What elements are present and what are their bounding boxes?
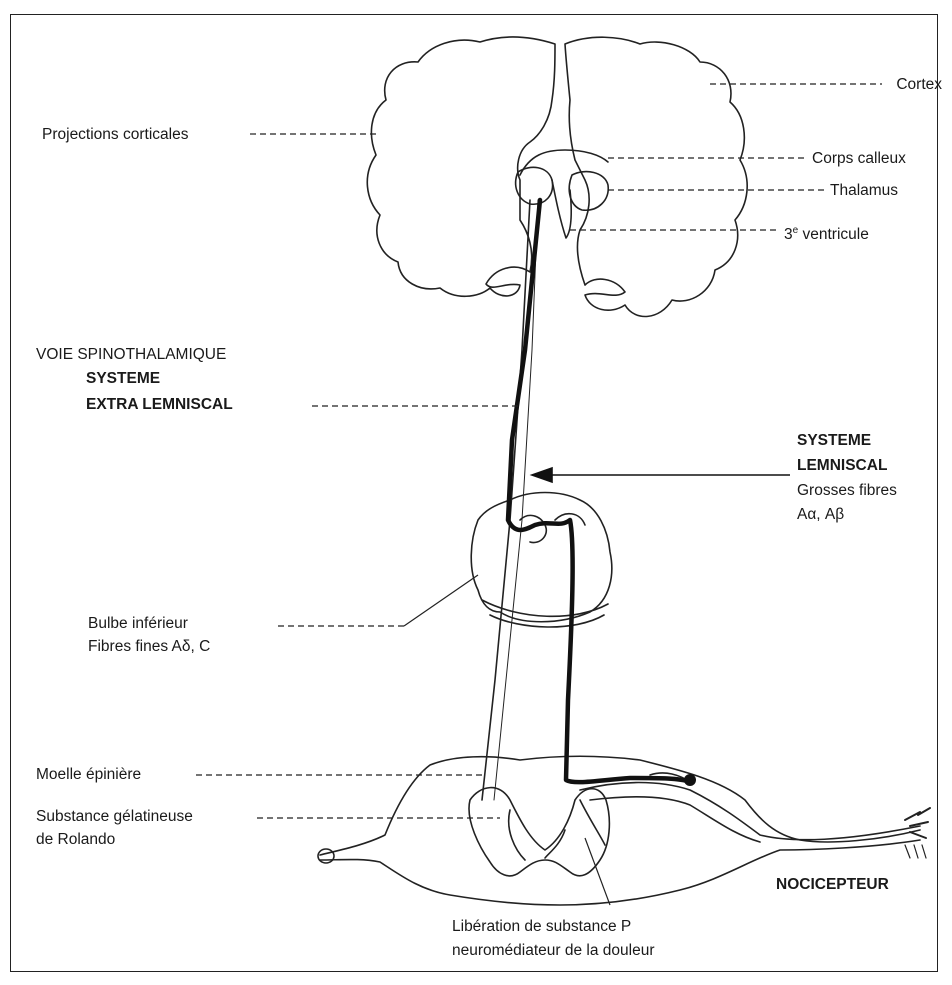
dorsal-root-ganglion (684, 774, 696, 786)
label-liberation-substance-p: Libération de substance P (452, 918, 631, 936)
lemniscal-arrow-head (532, 468, 552, 482)
label-systeme-extra: SYSTEME (86, 370, 160, 388)
lemniscal-tract-thick (508, 200, 690, 782)
grey-matter (469, 788, 609, 876)
label-cortex: Cortex (830, 76, 942, 94)
label-projections-corticales: Projections corticales (42, 126, 188, 144)
label-fibres-fines: Fibres fines Aδ, C (88, 638, 210, 656)
label-thalamus: Thalamus (830, 182, 898, 200)
label-corps-calleux: Corps calleux (812, 150, 906, 168)
spinal-nerve-stub (318, 849, 334, 863)
label-voie-spinothalamique: VOIE SPINOTHALAMIQUE (36, 346, 226, 364)
label-ventricule: 3e ventricule (784, 222, 869, 244)
label-bulbe-inferieur: Bulbe inférieur (88, 615, 188, 633)
label-nocicepteur: NOCICEPTEUR (776, 876, 889, 894)
label-systeme-lemniscal: SYSTEME (797, 432, 871, 450)
dorsal-root (580, 783, 920, 840)
label-lemniscal: LEMNISCAL (797, 457, 887, 475)
third-ventricle (552, 180, 571, 238)
corps-calleux (520, 150, 608, 175)
label-substance-gelatineuse: Substance gélatineuse (36, 808, 193, 826)
label-moelle-epiniere: Moelle épinière (36, 766, 141, 784)
label-extra-lemniscal: EXTRA LEMNISCAL (86, 396, 233, 414)
label-a-alpha-beta: Aα, Aβ (797, 506, 844, 524)
label-grosses-fibres: Grosses fibres (797, 482, 897, 500)
label-neuromediateur: neuromédiateur de la douleur (452, 942, 655, 960)
brain-right-hemisphere (565, 37, 747, 316)
leader-bulbe-diagonal (404, 575, 478, 626)
nociceptor-ending (905, 808, 930, 838)
label-de-rolando: de Rolando (36, 831, 115, 849)
bulbe-outline (471, 493, 612, 622)
